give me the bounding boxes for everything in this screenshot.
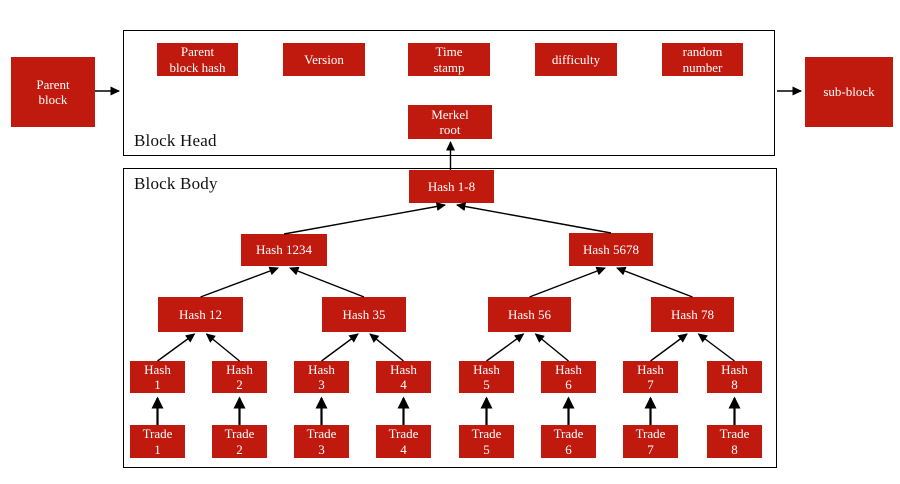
node-parent-block: Parent block [11,57,95,127]
node-trade-7: Trade 7 [623,425,678,458]
node-trade-6: Trade 6 [541,425,596,458]
node-hash-6: Hash 6 [541,361,596,393]
node-random-number: random number [662,43,743,76]
node-hash-8: Hash 8 [707,361,762,393]
node-sub-block: sub-block [805,57,893,127]
node-trade-1: Trade 1 [130,425,185,458]
node-trade-4: Trade 4 [376,425,431,458]
node-merkel-root: Merkel root [408,105,492,139]
block-body-label: Block Body [134,174,218,193]
node-hash-56: Hash 56 [488,297,571,332]
node-hash-3: Hash 3 [294,361,349,393]
node-hash-2: Hash 2 [212,361,267,393]
node-version: Version [283,43,365,76]
block-head-label: Block Head [134,131,217,150]
block-head-frame: Block Head [123,30,775,156]
node-trade-8: Trade 8 [707,425,762,458]
node-hash-7: Hash 7 [623,361,678,393]
node-hash-78: Hash 78 [651,297,734,332]
node-trade-5: Trade 5 [459,425,514,458]
node-trade-2: Trade 2 [212,425,267,458]
node-hash-12: Hash 12 [158,297,243,332]
node-hash-5678: Hash 5678 [569,233,653,266]
node-parent-block-hash: Parent block hash [157,43,238,76]
node-hash-1234: Hash 1234 [241,234,327,266]
node-difficulty: difficulty [535,43,617,76]
node-hash-1-8: Hash 1-8 [409,170,494,203]
node-hash-5: Hash 5 [459,361,514,393]
node-time-stamp: Time stamp [408,43,490,76]
node-hash-4: Hash 4 [376,361,431,393]
node-hash-1: Hash 1 [130,361,185,393]
node-hash-35: Hash 35 [322,297,406,332]
node-trade-3: Trade 3 [294,425,349,458]
